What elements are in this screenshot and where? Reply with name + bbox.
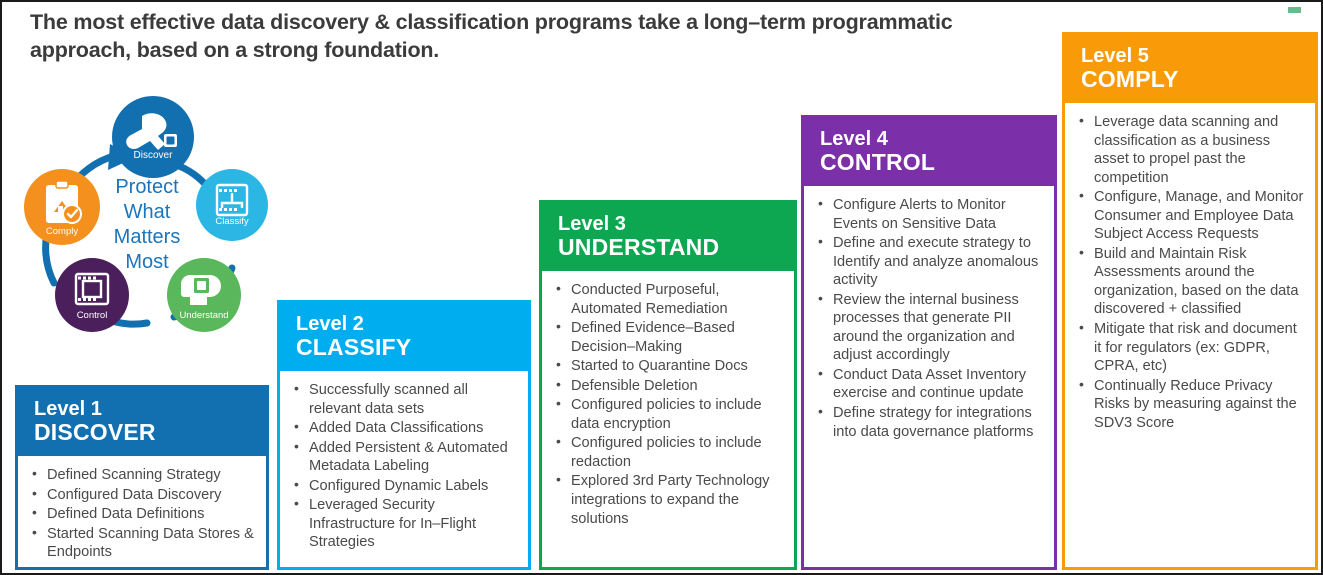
list-item: Conduct Data Asset Inventory exercise an… (810, 365, 1044, 403)
list-item: Configured Data Discovery (24, 485, 256, 505)
level-card-1-name: DISCOVER (34, 419, 156, 446)
level-card-5-list: Leverage data scanning and classificatio… (1071, 112, 1305, 433)
list-item: Conducted Purposeful, Automated Remediat… (548, 280, 784, 318)
wheel-svg: Discover Classify (24, 96, 268, 332)
list-item: Added Persistent & Automated Metadata La… (286, 438, 518, 476)
wheel-node-label-comply: Comply (46, 226, 78, 237)
level-card-3[interactable]: Level 3 UNDERSTAND Conducted Purposeful,… (539, 200, 797, 570)
level-card-3-list: Conducted Purposeful, Automated Remediat… (548, 280, 784, 528)
level-card-2-list: Successfully scanned all relevant data s… (286, 380, 518, 552)
list-item: Build and Maintain Risk Assessments arou… (1071, 244, 1305, 319)
level-card-2-body: Successfully scanned all relevant data s… (280, 371, 528, 561)
list-item: Defensible Deletion (548, 376, 784, 396)
level-card-4-name: CONTROL (820, 149, 936, 176)
level-card-3-name: UNDERSTAND (558, 234, 720, 261)
list-item: Started to Quarantine Docs (548, 356, 784, 376)
wheel-node-label-understand: Understand (179, 310, 228, 321)
level-card-1-list: Defined Scanning Strategy Configured Dat… (24, 465, 256, 562)
list-item: Configured Dynamic Labels (286, 476, 518, 496)
wheel-node-comply[interactable]: Comply (24, 169, 100, 245)
classify-circle (196, 169, 268, 241)
list-item: Started Scanning Data Stores & Endpoints (24, 524, 256, 562)
level-card-2-level: Level 2 (296, 313, 364, 335)
wheel-node-label-classify: Classify (215, 216, 249, 227)
level-card-5-name: COMPLY (1081, 66, 1179, 93)
wheel-center-line-0: Protect (115, 176, 179, 198)
list-item: Leverage data scanning and classificatio… (1071, 112, 1305, 187)
list-item: Defined Scanning Strategy (24, 465, 256, 485)
list-item: Defined Evidence–Based Decision–Making (548, 318, 784, 356)
chip-hierarchy-icon (215, 183, 249, 217)
level-card-4-header: Level 4 CONTROL (804, 118, 1054, 187)
wheel-center-line-3: Most (125, 251, 169, 273)
level-card-5[interactable]: Level 5 COMPLY Leverage data scanning an… (1062, 32, 1318, 570)
clipboard-check-icon (46, 180, 82, 224)
level-card-3-level: Level 3 (558, 213, 626, 235)
list-item: Define strategy for integrations into da… (810, 403, 1044, 441)
wheel-center-caption: Protect What Matters Most (114, 176, 181, 273)
list-item: Explored 3rd Party Technology integratio… (548, 471, 784, 528)
magnifier-dog-icon (126, 113, 177, 150)
page-title: The most effective data discovery & clas… (30, 10, 953, 63)
level-card-5-body: Leverage data scanning and classificatio… (1065, 103, 1315, 441)
list-item: Configured policies to include redaction (548, 433, 784, 471)
list-item: Review the internal business processes t… (810, 290, 1044, 365)
level-card-2[interactable]: Level 2 CLASSIFY Successfully scanned al… (277, 300, 531, 570)
green-marker-artifact (1288, 7, 1301, 13)
chip-hierarchy-icon-pins (219, 189, 237, 211)
level-card-2-header: Level 2 CLASSIFY (280, 303, 528, 372)
list-item: Configured policies to include data encr… (548, 395, 784, 433)
level-card-1-header: Level 1 DISCOVER (18, 388, 266, 457)
level-card-4-list: Configure Alerts to Monitor Events on Se… (810, 195, 1044, 441)
level-card-3-body: Conducted Purposeful, Automated Remediat… (542, 271, 794, 537)
list-item: Define and execute strategy to Identify … (810, 233, 1044, 290)
wheel-node-label-control: Control (77, 310, 108, 321)
wheel-center-line-1: What (124, 201, 171, 223)
level-card-5-header: Level 5 COMPLY (1065, 35, 1315, 104)
protect-what-matters-most-wheel: Discover Classify (14, 90, 282, 355)
list-item: Configure, Manage, and Monitor Consumer … (1071, 187, 1305, 244)
chip-frame-icon (74, 272, 110, 306)
wheel-node-discover[interactable]: Discover (112, 96, 194, 178)
list-item: Leveraged Security Infrastructure for In… (286, 495, 518, 552)
control-circle (55, 258, 129, 332)
level-card-5-level: Level 5 (1081, 45, 1149, 67)
list-item: Defined Data Definitions (24, 504, 256, 524)
wheel-node-classify[interactable]: Classify (196, 169, 268, 241)
list-item: Successfully scanned all relevant data s… (286, 380, 518, 418)
list-item: Configure Alerts to Monitor Events on Se… (810, 195, 1044, 233)
wheel-center-line-2: Matters (114, 226, 181, 248)
list-item: Continually Reduce Privacy Risks by meas… (1071, 376, 1305, 433)
wheel-node-control[interactable]: Control (55, 258, 129, 332)
level-card-3-header: Level 3 UNDERSTAND (542, 203, 794, 272)
level-card-4[interactable]: Level 4 CONTROL Configure Alerts to Moni… (801, 115, 1057, 570)
level-card-1-body: Defined Scanning Strategy Configured Dat… (18, 456, 266, 571)
wheel-node-label-discover: Discover (134, 150, 174, 161)
level-card-4-body: Configure Alerts to Monitor Events on Se… (804, 186, 1054, 450)
list-item: Added Data Classifications (286, 418, 518, 438)
wheel-node-understand[interactable]: Understand (167, 258, 241, 332)
level-card-2-name: CLASSIFY (296, 334, 412, 361)
head-chip-icon (181, 275, 221, 305)
list-item: Mitigate that risk and document it for r… (1071, 319, 1305, 376)
level-card-4-level: Level 4 (820, 128, 888, 150)
level-card-1-level: Level 1 (34, 398, 102, 420)
level-card-1[interactable]: Level 1 DISCOVER Defined Scanning Strate… (15, 385, 269, 570)
